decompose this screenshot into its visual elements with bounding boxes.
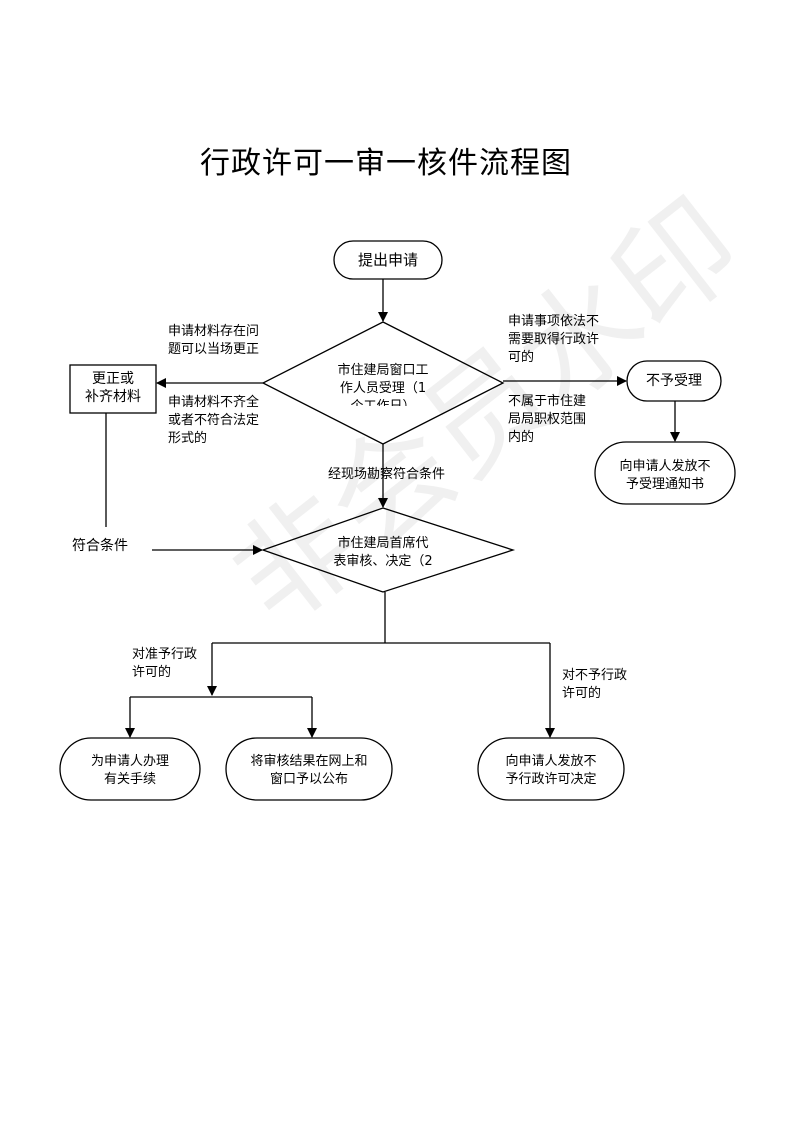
deny-line-2: 予行政许可决定 <box>505 772 597 785</box>
out-scope-line-3: 内的 <box>508 430 535 445</box>
incomplete-line-2: 或者不符合法定 <box>168 413 260 428</box>
start-node-label: 提出申请 <box>357 251 418 269</box>
out-scope-line-2: 局局职权范围 <box>508 412 587 427</box>
page-title: 行政许可一审一核件流程图 <box>200 146 572 181</box>
publish-node-shape <box>225 737 393 801</box>
no-permit-line-3: 可的 <box>508 350 535 365</box>
approve-line-2: 表审核、决定（2 <box>333 554 433 569</box>
notice-node-shape <box>594 441 736 505</box>
publish-line-1: 将审核结果在网上和 <box>250 754 368 769</box>
review-line-3: 个工作日） <box>315 398 451 406</box>
incomplete-line-1: 申请材料不齐全 <box>168 395 260 410</box>
start-node-shape <box>333 240 443 280</box>
reject-node-shape <box>626 360 722 402</box>
not-grant-label: 对不予行政 许可的 <box>562 667 627 703</box>
out-scope-label: 不属于市住建 局局职权范围 内的 <box>508 393 586 447</box>
handle-line-1: 为申请人办理 <box>90 754 169 769</box>
handle-node-shape <box>59 737 201 801</box>
review-line-1: 市住建局窗口工 <box>337 363 429 378</box>
handle-line-2: 有关手续 <box>103 772 156 785</box>
grant-line-2: 许可的 <box>132 665 172 680</box>
approve-node-label: 市住建局首席代 表审核、决定（2 <box>318 535 448 571</box>
correct-line-1: 更正或 <box>92 371 134 387</box>
incomplete-label: 申请材料不齐全 或者不符合法定 形式的 <box>168 394 259 448</box>
correct-node-shape <box>69 364 157 414</box>
handle-node-label: 为申请人办理 有关手续 <box>65 753 195 785</box>
problem-line-1: 申请材料存在问 <box>168 324 260 339</box>
publish-line-2: 窗口予以公布 <box>269 772 348 785</box>
grant-line-1: 对准予行政 <box>132 647 198 662</box>
grant-label: 对准予行政 许可的 <box>132 646 197 682</box>
notice-node-label: 向申请人发放不 予受理通知书 <box>600 458 730 490</box>
not-grant-line-2: 许可的 <box>562 686 602 701</box>
incomplete-line-3: 形式的 <box>168 431 208 446</box>
problem-label: 申请材料存在问 题可以当场更正 <box>168 323 259 359</box>
meets-label: 符合条件 <box>72 538 128 554</box>
correct-node-label: 更正或 补齐材料 <box>70 370 156 406</box>
no-permit-line-1: 申请事项依法不 <box>508 314 600 329</box>
notice-line-2: 予受理通知书 <box>625 477 704 490</box>
no-permit-line-2: 需要取得行政许 <box>508 332 600 347</box>
not-grant-line-1: 对不予行政 <box>562 668 628 683</box>
review-node-label: 市住建局窗口工 作人员受理（1 个工作日） <box>315 362 451 406</box>
reject-node-label: 不予受理 <box>646 373 702 389</box>
publish-node-label: 将审核结果在网上和 窗口予以公布 <box>231 753 387 785</box>
out-scope-line-1: 不属于市住建 <box>508 394 587 409</box>
correct-line-2: 补齐材料 <box>85 389 141 405</box>
no-permit-label: 申请事项依法不 需要取得行政许 可的 <box>508 313 599 367</box>
notice-line-1: 向申请人发放不 <box>619 459 711 474</box>
approve-line-1: 市住建局首席代 <box>337 536 429 551</box>
deny-node-shape <box>477 737 625 801</box>
approve-decision-shape <box>261 507 516 593</box>
review-line-2: 作人员受理（1 <box>339 381 427 396</box>
problem-line-2: 题可以当场更正 <box>168 342 260 357</box>
inspect-label: 经现场勘察符合条件 <box>328 467 446 482</box>
deny-line-1: 向申请人发放不 <box>505 754 597 769</box>
deny-node-label: 向申请人发放不 予行政许可决定 <box>483 753 619 785</box>
